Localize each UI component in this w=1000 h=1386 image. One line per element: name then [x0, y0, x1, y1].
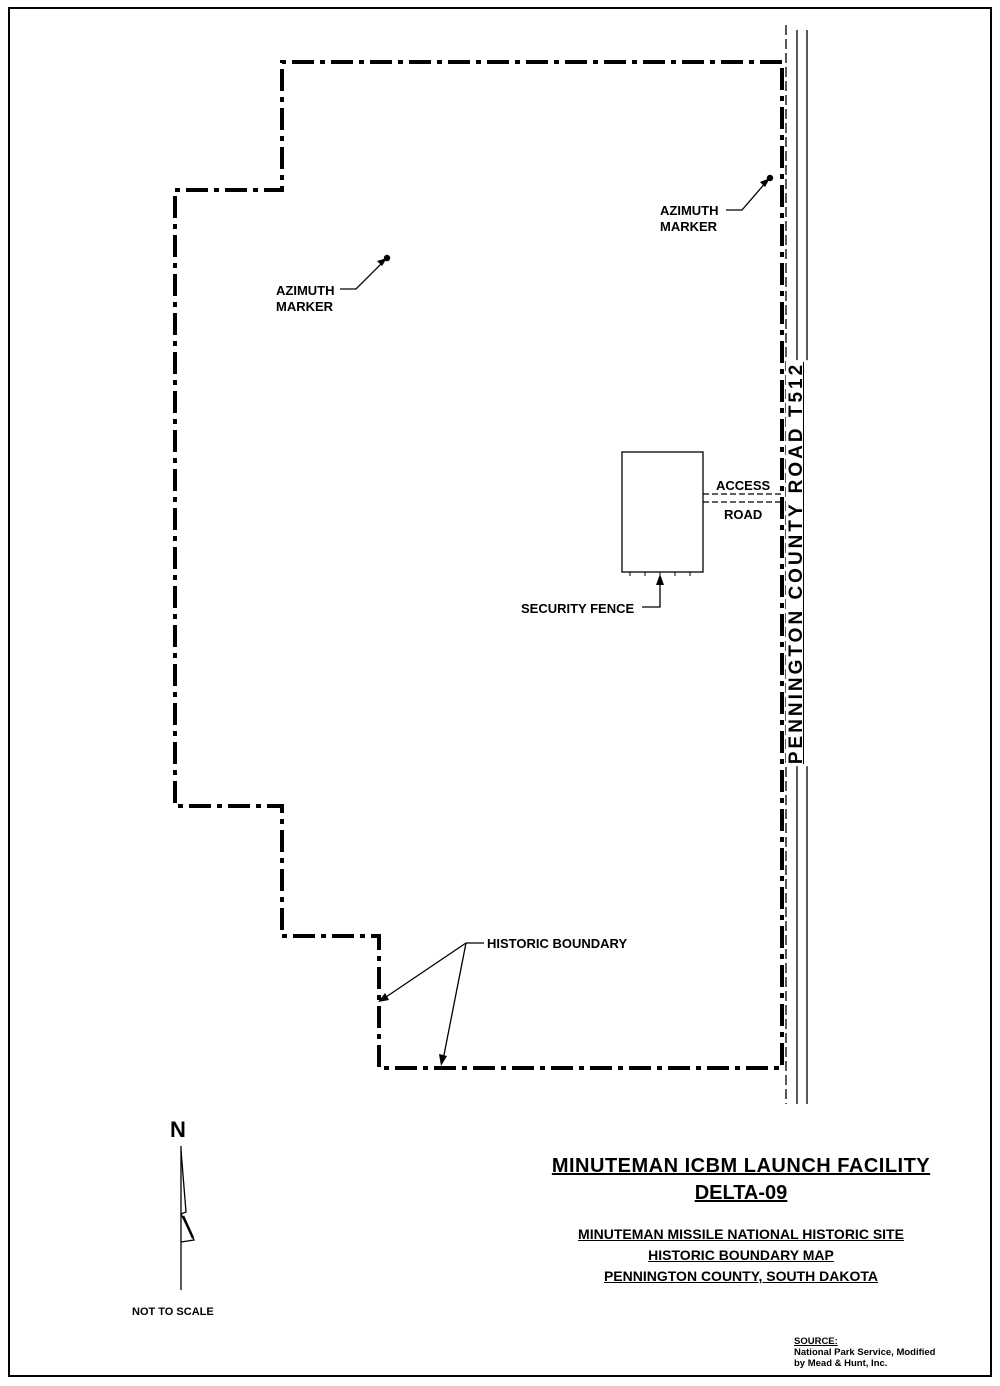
- north-letter: N: [170, 1117, 186, 1142]
- access-road-label-top: ACCESS: [716, 478, 771, 493]
- azimuth-left-text-1: AZIMUTH: [276, 283, 335, 298]
- security-fence-leader: [642, 580, 661, 608]
- source-note: SOURCE: National Park Service, Modified …: [794, 1336, 936, 1369]
- security-fence-label: SECURITY FENCE: [521, 601, 635, 616]
- map-sheet-border: [8, 7, 992, 1377]
- security-fence-arrowhead: [656, 574, 664, 585]
- access-road-label-bottom: ROAD: [724, 507, 763, 522]
- subtitle-line2: HISTORIC BOUNDARY MAP: [648, 1247, 834, 1263]
- azimuth-left-text-2: MARKER: [276, 299, 334, 314]
- azimuth-label-right: AZIMUTH MARKER: [660, 203, 719, 235]
- historic-boundary-label: HISTORIC BOUNDARY: [487, 936, 628, 951]
- azimuth-left-arrowhead: [377, 258, 387, 266]
- north-arrow-head: [180, 1149, 195, 1243]
- map-title-line1: MINUTEMAN ICBM LAUNCH FACILITY: [551, 1155, 931, 1177]
- historic-boundary-leader-2: [442, 942, 467, 1061]
- historic-boundary-arrowhead-2: [439, 1054, 447, 1066]
- azimuth-left-leader: [340, 260, 385, 290]
- azimuth-right-leader: [726, 180, 768, 211]
- historic-boundary-arrowhead-1: [378, 993, 389, 1002]
- source-line2: by Mead & Hunt, Inc.: [794, 1358, 888, 1369]
- county-road-text: PENNINGTON COUNTY ROAD T512: [786, 359, 808, 767]
- source-line1: National Park Service, Modified: [794, 1347, 936, 1358]
- security-fence: [621, 451, 704, 573]
- north-arrow-fill: [181, 1215, 195, 1239]
- azimuth-right-arrowhead: [760, 178, 770, 187]
- azimuth-label-left: AZIMUTH MARKER: [276, 283, 335, 315]
- subtitle-line1: MINUTEMAN MISSILE NATIONAL HISTORIC SITE: [578, 1226, 904, 1242]
- fence-ticks: [629, 572, 691, 576]
- source-heading: SOURCE:: [794, 1336, 838, 1347]
- not-to-scale-label: NOT TO SCALE: [132, 1306, 214, 1318]
- subtitle-line3: PENNINGTON COUNTY, SOUTH DAKOTA: [603, 1268, 879, 1284]
- map-title-line2: DELTA-09: [694, 1182, 788, 1204]
- azimuth-right-text-1: AZIMUTH: [660, 203, 719, 218]
- historic-boundary-line: [173, 60, 784, 1070]
- azimuth-right-text-2: MARKER: [660, 219, 718, 234]
- historic-boundary-leader: [382, 942, 484, 1000]
